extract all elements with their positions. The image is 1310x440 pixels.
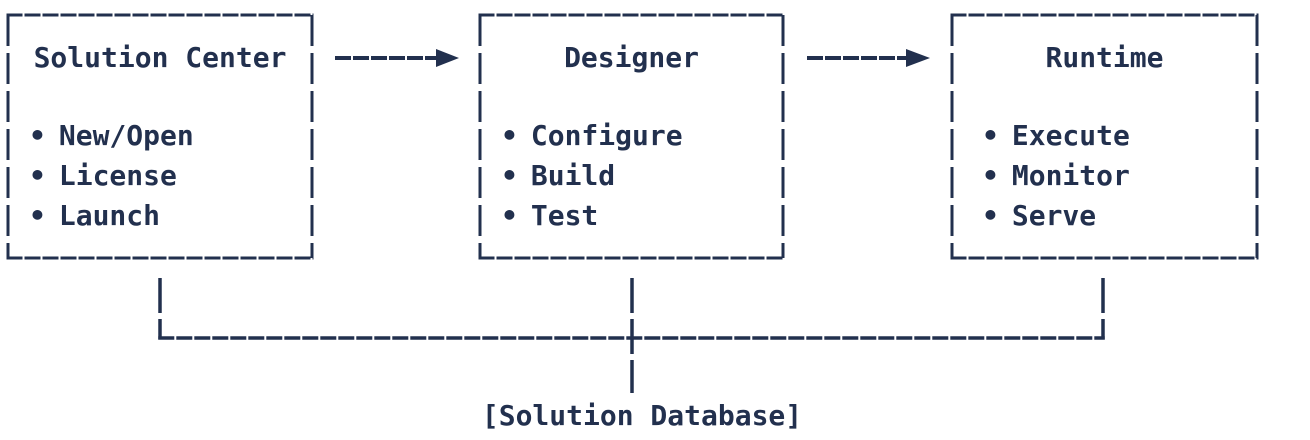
arrow-solution-center-to-designer xyxy=(335,49,459,67)
list-item: • Test xyxy=(501,196,783,236)
node-designer: Designer • Configure • Build • Test xyxy=(480,15,783,258)
bullet-icon: • xyxy=(501,199,518,232)
bullet-icon: • xyxy=(982,199,999,232)
bullet-icon: • xyxy=(29,119,46,152)
node-border-designer xyxy=(478,13,785,260)
list-item: • Serve xyxy=(982,196,1257,236)
list-item: • Monitor xyxy=(982,156,1257,196)
list-item-label: Configure xyxy=(530,119,683,152)
arrow-head-icon xyxy=(436,49,459,67)
bullet-icon: • xyxy=(29,159,46,192)
list-item-label: Launch xyxy=(58,199,161,232)
node-title: Runtime xyxy=(1045,41,1164,74)
bullet-icon: • xyxy=(29,199,46,232)
list-item-label: Test xyxy=(530,199,599,232)
node-item-list: • Execute • Monitor • Serve xyxy=(952,116,1257,236)
list-item-label: Build xyxy=(530,159,616,192)
list-item-label: Monitor xyxy=(1011,159,1130,192)
list-item-label: Serve xyxy=(1011,199,1097,232)
list-item: • Execute xyxy=(982,116,1257,156)
node-item-list: • New/Open • License • Launch xyxy=(8,116,312,236)
list-item: • License xyxy=(29,156,312,196)
database-connector xyxy=(158,278,1105,393)
database-label: [Solution Database] xyxy=(481,399,803,432)
list-item: • Configure xyxy=(501,116,783,156)
list-item-label: New/Open xyxy=(58,119,194,152)
arrow-head-icon xyxy=(906,49,930,67)
list-item: • Build xyxy=(501,156,783,196)
node-title: Designer xyxy=(564,41,699,74)
node-item-list: • Configure • Build • Test xyxy=(480,116,783,236)
bullet-icon: • xyxy=(982,119,999,152)
node-border-solution-center xyxy=(6,13,314,260)
bullet-icon: • xyxy=(982,159,999,192)
list-item-label: License xyxy=(58,159,177,192)
list-item-label: Execute xyxy=(1011,119,1130,152)
arrow-designer-to-runtime xyxy=(807,49,930,67)
node-runtime: Runtime • Execute • Monitor • Serve xyxy=(952,15,1257,258)
list-item: • Launch xyxy=(29,196,312,236)
bullet-icon: • xyxy=(501,159,518,192)
bullet-icon: • xyxy=(501,119,518,152)
list-item: • New/Open xyxy=(29,116,312,156)
node-border-runtime xyxy=(950,13,1259,260)
node-solution-center: Solution Center • New/Open • License • L… xyxy=(8,15,312,258)
node-title: Solution Center xyxy=(33,41,287,74)
